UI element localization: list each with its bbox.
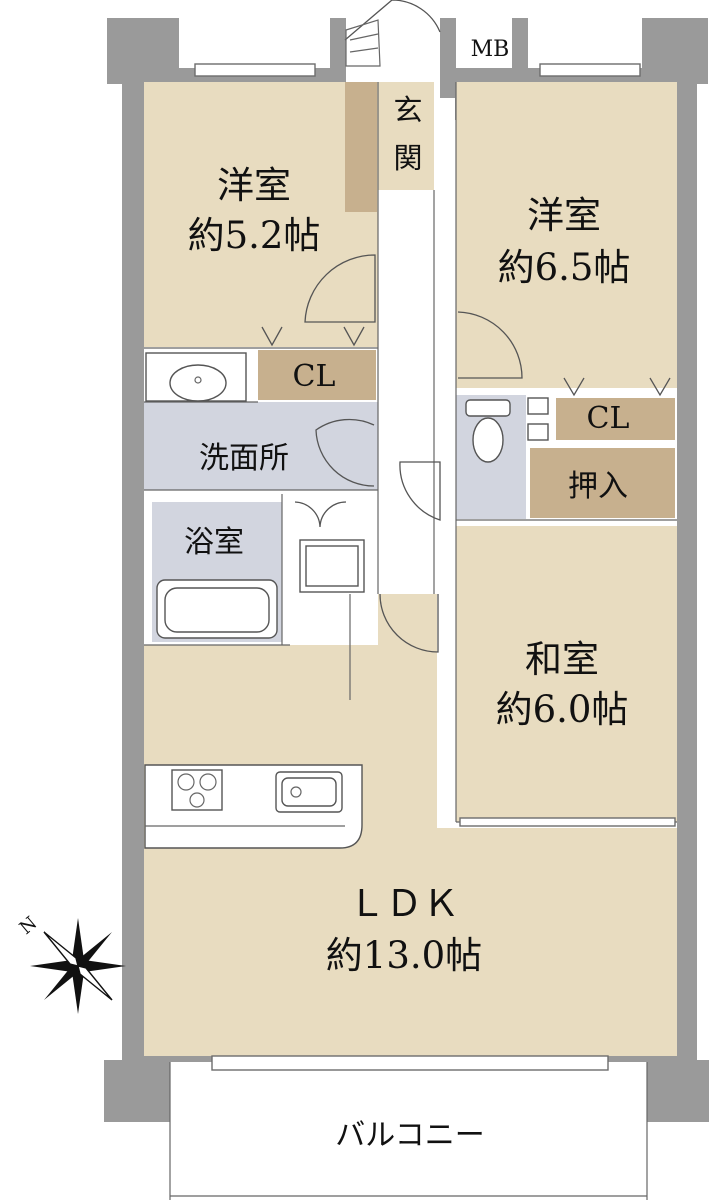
meter-box-label: MB: [471, 37, 510, 62]
oshiire-label: 押入: [568, 469, 628, 504]
gas-stove-icon: [171, 769, 223, 811]
bathroom-label: 浴室: [184, 525, 244, 560]
closet-2-label: CL: [587, 401, 630, 436]
western-room-1-floor: [144, 82, 378, 347]
bathtub-icon: [156, 579, 278, 639]
washroom-label: 洗面所: [199, 441, 289, 476]
toilet-icon: [465, 399, 511, 463]
doors: [261, 0, 671, 653]
japanese-room-name: 和室: [525, 638, 599, 681]
corridor: [378, 190, 434, 594]
windows: [194, 63, 676, 1071]
western-room-2-name: 洋室: [527, 194, 601, 237]
entrance-step-icon: [345, 19, 381, 67]
washroom-floor: [144, 402, 378, 490]
western-room-2-size: 約6.5帖: [498, 246, 631, 289]
balcony-label: バルコニー: [335, 1118, 484, 1153]
western-room-2-floor: [456, 82, 677, 388]
western-room-1-size: 約5.2帖: [188, 214, 321, 257]
ldk-name: ＬＤＫ: [349, 882, 460, 925]
toilet-shelf: [527, 397, 549, 441]
washing-machine-pan-icon: [299, 539, 365, 593]
entrance-label-2: 関: [393, 141, 422, 175]
entrance-storage: [345, 82, 377, 212]
compass-star-icon: [30, 918, 126, 1014]
closet-1: [258, 350, 376, 400]
entrance-label-1: 玄: [393, 93, 422, 127]
entrance-floor: [378, 82, 434, 190]
japanese-room-size: 約6.0帖: [496, 688, 629, 731]
ldk-size: 約13.0帖: [326, 934, 482, 977]
compass-north-label: N: [16, 913, 42, 939]
wash-basin-icon: [145, 352, 247, 402]
ldk-floor: [144, 594, 677, 1056]
oshiire-storage: [530, 448, 675, 518]
outer-walls: [104, 18, 709, 1122]
closet-1-label: CL: [293, 359, 336, 394]
kitchen-sink-icon: [275, 771, 343, 813]
western-room-1-name: 洋室: [217, 164, 291, 207]
closet-2: [556, 398, 675, 440]
partitions: [144, 82, 677, 1200]
balcony-floor: [170, 1062, 647, 1200]
japanese-room-floor: [456, 526, 677, 822]
